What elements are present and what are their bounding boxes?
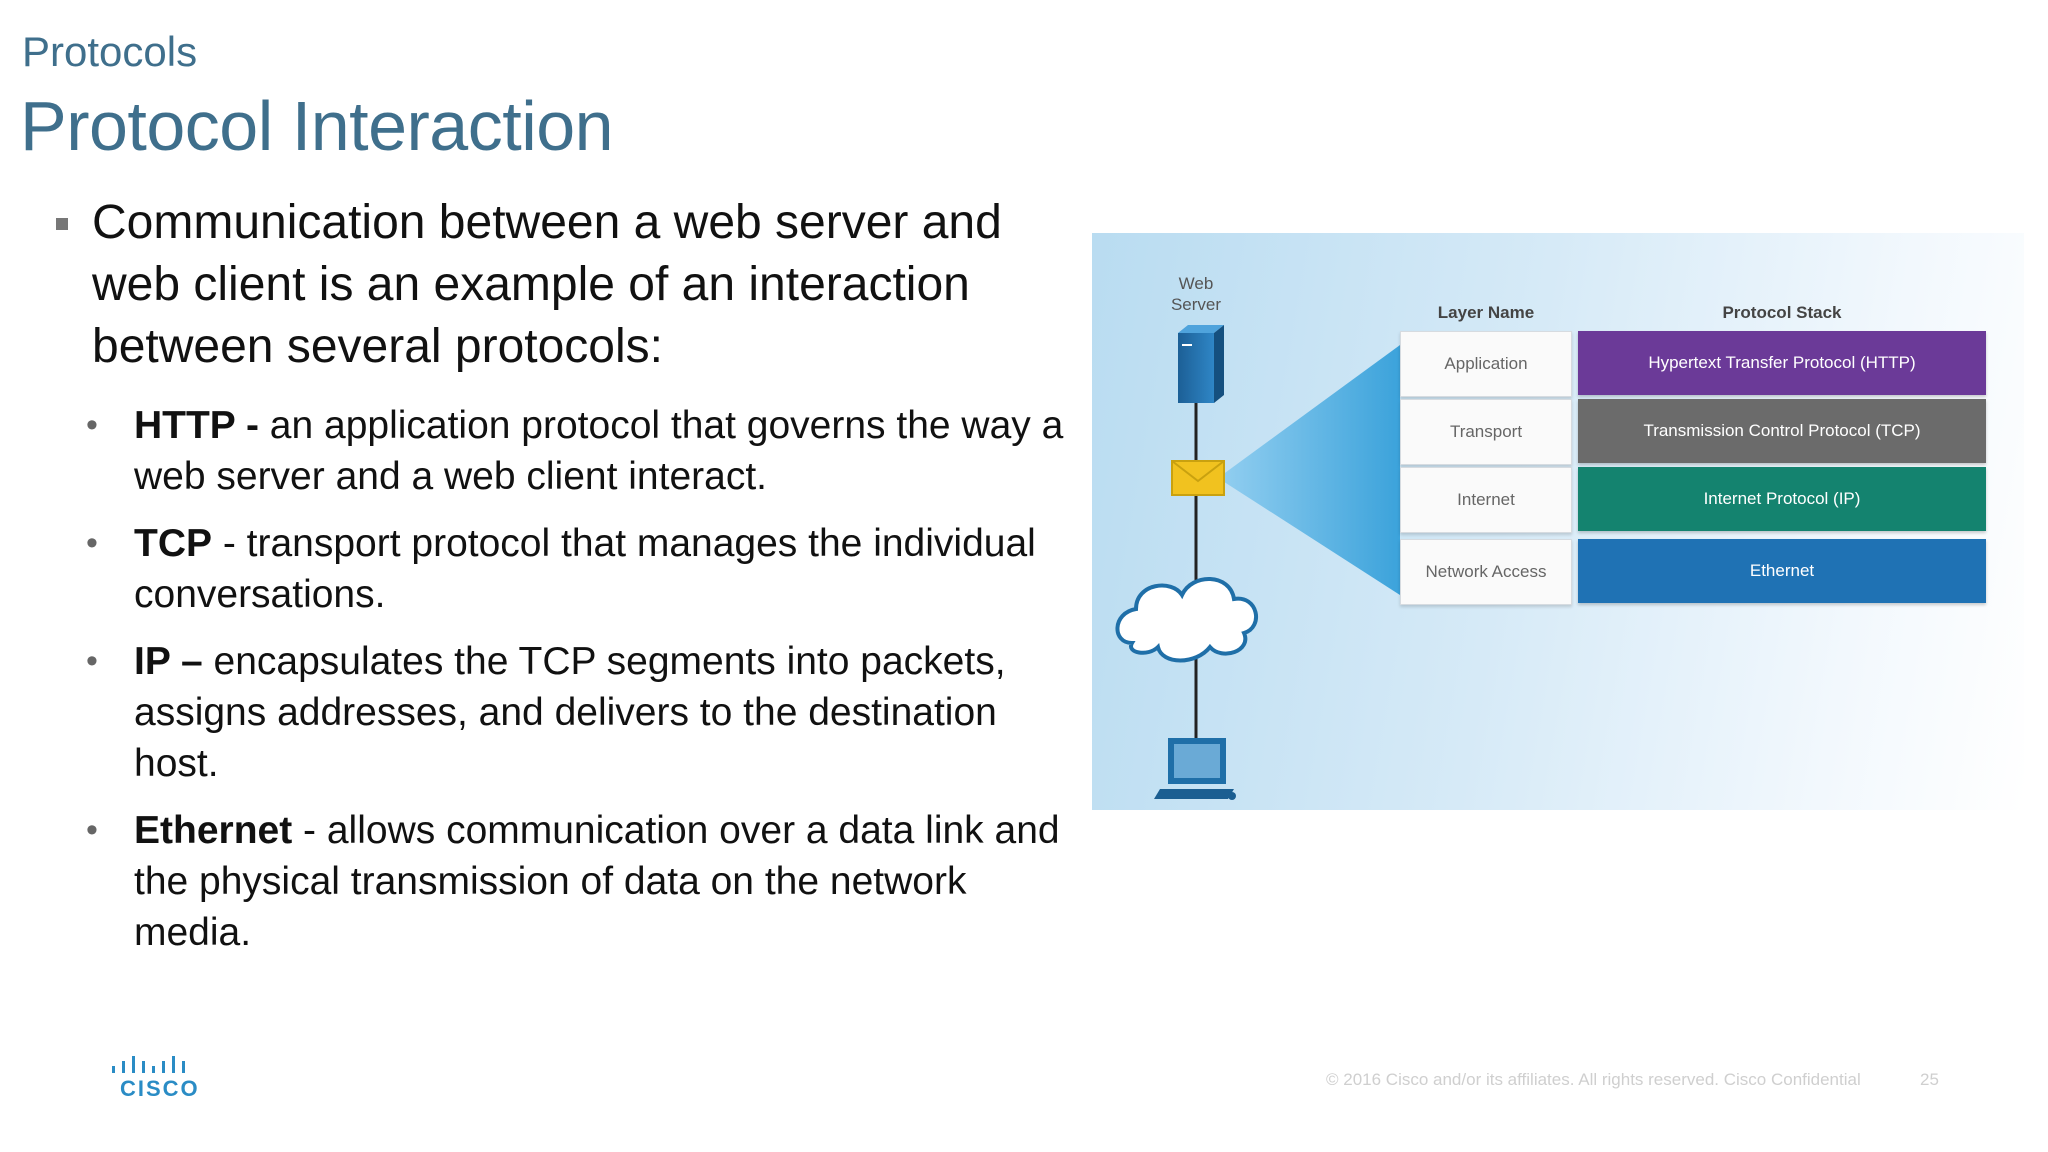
protocol-description: an application protocol that governs the…	[134, 404, 1064, 498]
square-bullet-icon	[56, 218, 68, 230]
client-computer-icon	[1154, 738, 1236, 800]
protocol-term: IP –	[134, 640, 203, 683]
bullet-dot-icon: •	[86, 642, 98, 680]
diagram-graphics	[1115, 325, 1400, 800]
cisco-logo: CISCO	[112, 1054, 198, 1102]
cisco-wordmark: CISCO	[120, 1076, 200, 1101]
list-item-ethernet: • Ethernet - allows communication over a …	[84, 805, 1084, 958]
projection-beam	[1218, 345, 1400, 595]
layer-name-header: Layer Name	[1437, 303, 1535, 322]
protocol-description: - allows communication over a data link …	[134, 809, 1060, 954]
protocol-stack-header: Protocol Stack	[1722, 303, 1842, 322]
protocol-list: • HTTP - an application protocol that gov…	[84, 400, 1084, 974]
protocol-cell: Internet Protocol (IP)	[1578, 467, 1986, 531]
protocol-term: TCP	[134, 522, 212, 565]
protocol-description: - transport protocol that manages the in…	[134, 522, 1036, 616]
protocol-cell: Ethernet	[1578, 539, 1986, 603]
page-number: 25	[1920, 1070, 1939, 1089]
slide-title: Protocol Interaction	[20, 87, 614, 165]
layer-name-cell: Internet	[1400, 467, 1572, 533]
section-label: Protocols	[22, 28, 198, 75]
protocol-stack-diagram: Web Server Layer Name Protocol Stack App…	[1092, 233, 2024, 810]
cisco-bars-icon	[112, 1056, 185, 1073]
list-item-ip: • IP – encapsulates the TCP segments into…	[84, 636, 1084, 789]
layer-name-cell: Transport	[1400, 399, 1572, 465]
main-bullet: Communication between a web server and w…	[56, 192, 1076, 378]
layer-name-cell: Application	[1400, 331, 1572, 397]
list-item-http: • HTTP - an application protocol that gov…	[84, 400, 1084, 502]
protocol-term: HTTP -	[134, 404, 259, 447]
server-icon	[1178, 325, 1224, 403]
footer-copyright: © 2016 Cisco and/or its affiliates. All …	[1326, 1070, 1861, 1089]
main-bullet-text: Communication between a web server and w…	[92, 196, 1002, 373]
cloud-icon	[1115, 577, 1258, 663]
protocol-cell: Transmission Control Protocol (TCP)	[1578, 399, 1986, 463]
protocol-description: encapsulates the TCP segments into packe…	[134, 640, 1006, 785]
layer-name-cell: Network Access	[1400, 539, 1572, 605]
list-item-tcp: • TCP - transport protocol that manages t…	[84, 518, 1084, 620]
envelope-icon	[1171, 460, 1225, 496]
bullet-dot-icon: •	[86, 524, 98, 562]
web-server-label: Web Server	[1170, 274, 1222, 314]
protocol-term: Ethernet	[134, 809, 293, 852]
bullet-dot-icon: •	[86, 406, 98, 444]
bullet-dot-icon: •	[86, 811, 98, 849]
protocol-cell: Hypertext Transfer Protocol (HTTP)	[1578, 331, 1986, 395]
